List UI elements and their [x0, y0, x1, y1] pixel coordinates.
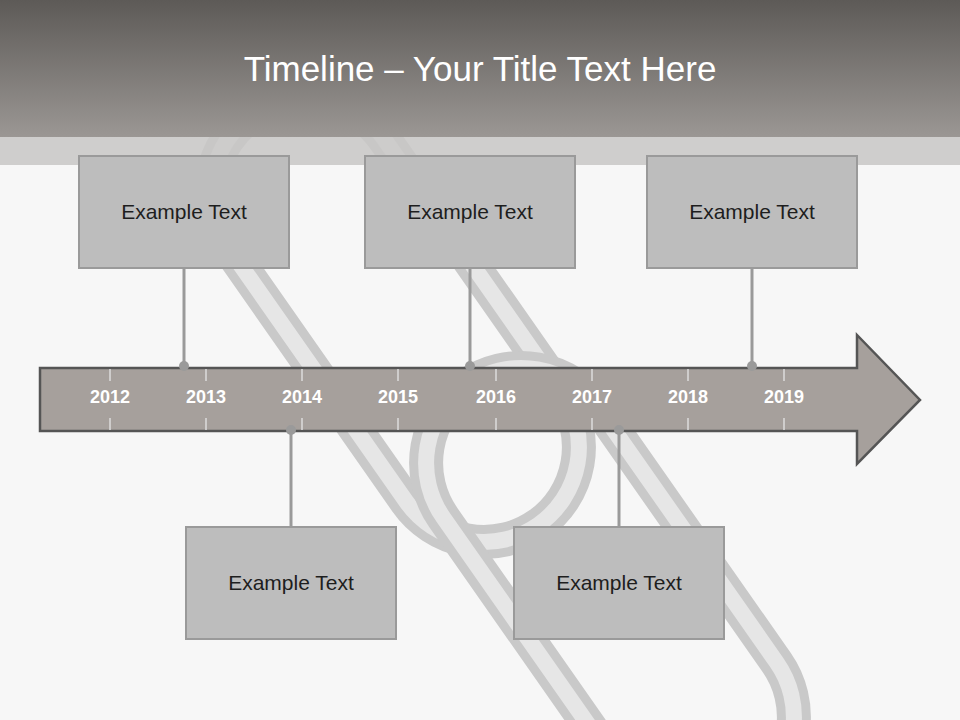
event-box: Example Text	[646, 155, 858, 269]
year-label: 2018	[653, 387, 723, 408]
leader-dots	[179, 361, 757, 435]
event-box: Example Text	[513, 526, 725, 640]
event-text: Example Text	[689, 200, 815, 224]
slide-title: Timeline – Your Title Text Here	[0, 0, 960, 137]
title-bar: Timeline – Your Title Text Here	[0, 0, 960, 137]
event-text: Example Text	[228, 571, 354, 595]
year-label: 2017	[557, 387, 627, 408]
event-text: Example Text	[556, 571, 682, 595]
event-box: Example Text	[185, 526, 397, 640]
tick-marks	[110, 369, 784, 430]
year-label: 2015	[363, 387, 433, 408]
event-text: Example Text	[407, 200, 533, 224]
year-label: 2016	[461, 387, 531, 408]
timeline-arrow	[40, 335, 920, 464]
leader-lines	[184, 269, 752, 526]
year-label: 2012	[75, 387, 145, 408]
event-text: Example Text	[121, 200, 247, 224]
year-label: 2019	[749, 387, 819, 408]
year-label: 2014	[267, 387, 337, 408]
event-box: Example Text	[78, 155, 290, 269]
event-box: Example Text	[364, 155, 576, 269]
year-label: 2013	[171, 387, 241, 408]
